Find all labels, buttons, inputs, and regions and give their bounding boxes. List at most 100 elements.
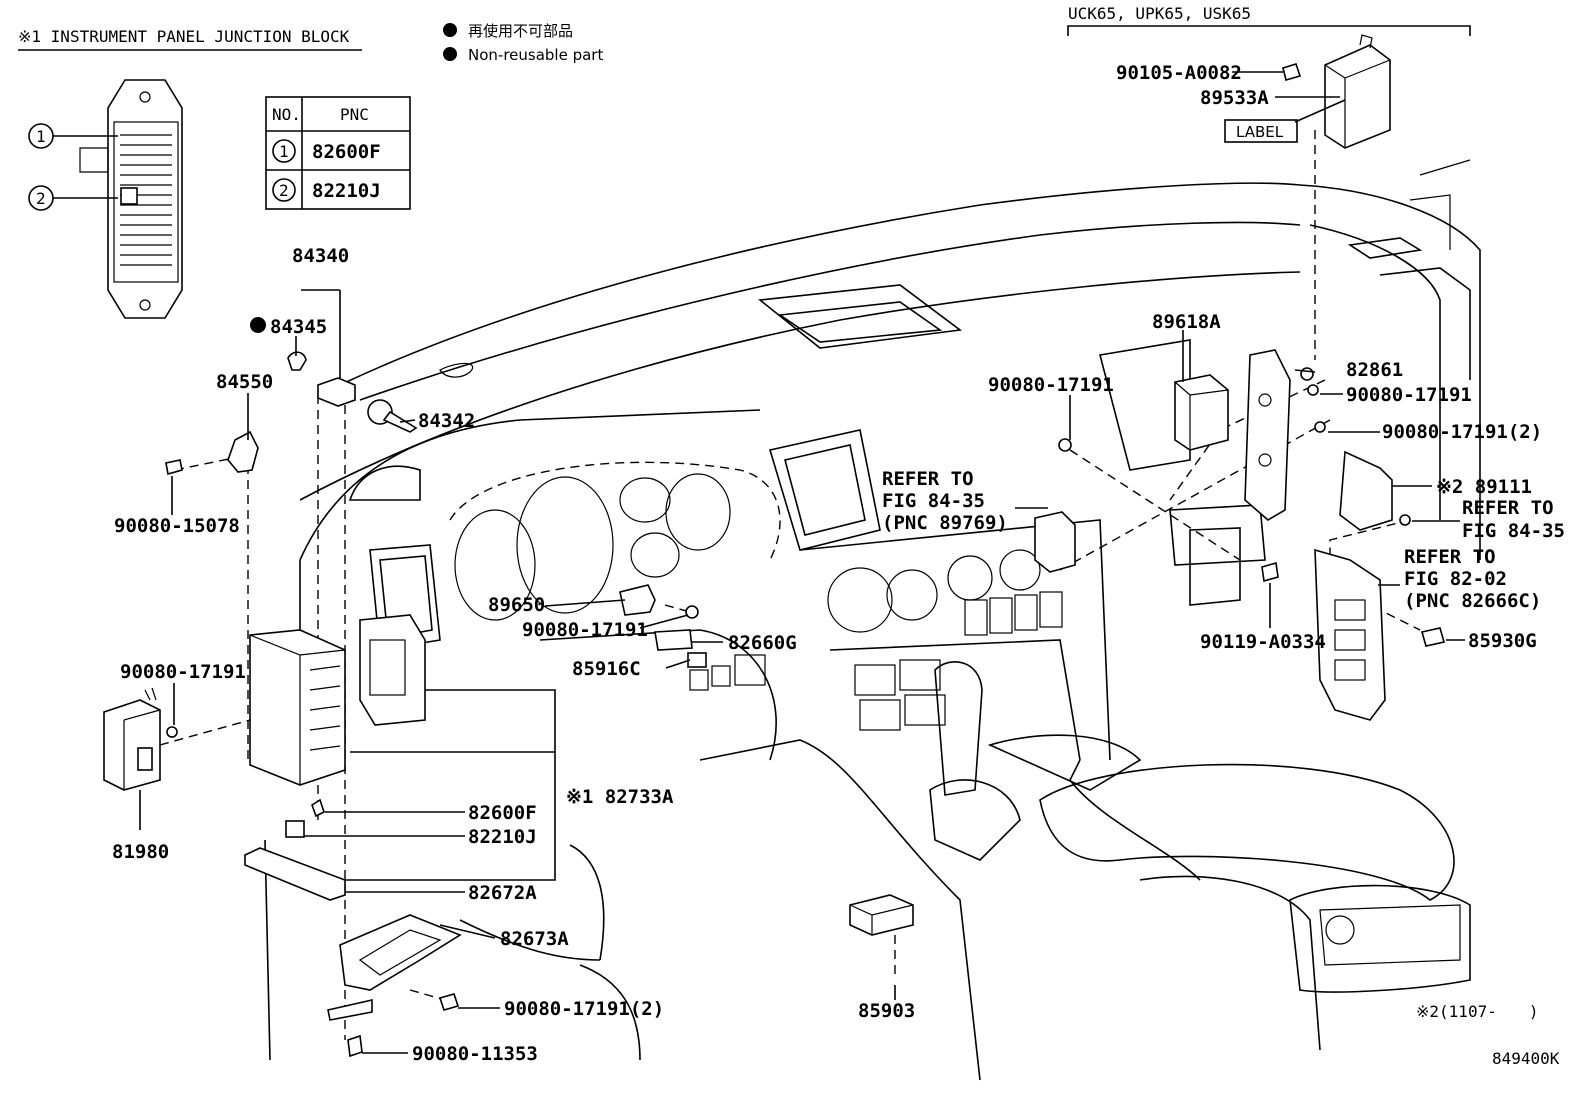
refer-2-line1: REFER TO: [1462, 497, 1554, 519]
label-90080-15078: 90080-15078: [114, 515, 240, 537]
label-85916c: 85916C: [572, 658, 641, 680]
label-box-text: LABEL: [1236, 123, 1284, 141]
label-90080-17191-2: 90080-17191(2): [1382, 421, 1542, 443]
non-reusable-dot-icon: [443, 47, 457, 61]
legend: 再使用不可部品 Non-reusable part: [443, 22, 603, 64]
relay-85930g: [1420, 627, 1446, 647]
label-82210j: 82210J: [468, 826, 537, 848]
clip-icon: [438, 993, 460, 1011]
pnc-row-pnc: 82600F: [312, 141, 381, 163]
bracket-82673a: [339, 914, 462, 991]
label-82861: 82861: [1346, 359, 1403, 381]
junction-block-drawing: [79, 79, 183, 319]
clip-icon: [1300, 367, 1314, 381]
non-reusable-dot-icon: [443, 23, 457, 37]
refer-1-line2: FIG 84-35: [882, 490, 985, 512]
connector-82660g: [654, 629, 693, 651]
label-82600f: 82600F: [468, 802, 537, 824]
legend-jp: 再使用不可部品: [468, 22, 573, 40]
part-labels: 84340 84345 84342 84550 90080-15078 9008…: [112, 62, 1542, 1065]
label-82660g: 82660G: [728, 632, 797, 654]
refer-3-line1: REFER TO: [1404, 546, 1496, 568]
clip-icon: [1307, 384, 1319, 396]
switch-84340: [317, 377, 356, 407]
callout-lines: [139, 71, 1465, 1054]
instrument-panel-outline: [264, 159, 1481, 1081]
label-82733a: ※1 82733A: [566, 786, 674, 808]
bolt-icon: [1261, 561, 1279, 583]
label-90080-11353: 90080-11353: [412, 1043, 538, 1065]
label-84345: 84345: [270, 316, 327, 338]
ecu-module: [359, 614, 426, 726]
pnc-col-no: NO.: [272, 105, 301, 124]
clip-icon: [1399, 514, 1411, 526]
relay-81980: [103, 699, 161, 791]
non-reusable-dot-icon: [250, 317, 266, 333]
bracket-82666c: [1314, 548, 1386, 721]
legend-en: Non-reusable part: [468, 46, 603, 64]
label-89111: ※2 89111: [1436, 476, 1532, 498]
label-85930g: 85930G: [1468, 630, 1537, 652]
refer-1-line1: REFER TO: [882, 468, 974, 490]
label-82672a: 82672A: [468, 882, 537, 904]
module-89618a: [1174, 374, 1229, 451]
bolt-icon: [1282, 63, 1302, 81]
pnc-col-pnc: PNC: [340, 105, 369, 124]
relay-85916c: [687, 652, 707, 668]
pnc-row-pnc: 82210J: [312, 180, 381, 202]
bracket-84550: [227, 430, 259, 473]
inset-panel: ※1 INSTRUMENT PANEL JUNCTION BLOCK 1: [18, 27, 362, 319]
refer-3-line3: (PNC 82666C): [1404, 590, 1541, 612]
label-84550: 84550: [216, 371, 273, 393]
label-box: LABEL: [1224, 119, 1298, 143]
fuse-82600f: [311, 798, 325, 818]
figure-code: 849400K: [1492, 1049, 1560, 1068]
label-90119-a0334: 90119-A0334: [1200, 631, 1326, 653]
label-90080-17191: 90080-17191: [988, 374, 1114, 396]
refer-2-line2: FIG 84-35: [1462, 520, 1565, 542]
pnc-table: NO. PNC 1 82600F 2 82210J: [265, 96, 411, 210]
pnc-row-no: 1: [279, 142, 289, 161]
part-drawings: [103, 34, 1446, 1058]
label-89618a: 89618A: [1152, 311, 1221, 333]
sensor-89769: [1034, 511, 1076, 573]
label-84340: 84340: [292, 245, 349, 267]
label-90080-17191: 90080-17191: [120, 661, 246, 683]
sensor-89650: [619, 584, 656, 616]
label-90080-17191-2: 90080-17191(2): [504, 998, 664, 1020]
refer-3-line2: FIG 82-02: [1404, 568, 1507, 590]
callout-1-label: 1: [36, 127, 46, 146]
variant-label: UCK65, UPK65, USK65: [1068, 4, 1251, 23]
clip-icon: [1058, 438, 1072, 452]
refer-1-line3: (PNC 89769): [882, 512, 1008, 534]
callout-2: 2: [28, 185, 118, 211]
label-89533a: 89533A: [1200, 87, 1269, 109]
label-90080-17191: 90080-17191: [1346, 384, 1472, 406]
grommet-84345: [287, 351, 307, 371]
callout-2-label: 2: [36, 189, 46, 208]
label-81980: 81980: [112, 841, 169, 863]
label-89650: 89650: [488, 594, 545, 616]
inset-title: ※1 INSTRUMENT PANEL JUNCTION BLOCK: [18, 27, 350, 46]
bolt-icon: [165, 459, 183, 476]
label-90080-17191: 90080-17191: [522, 619, 648, 641]
bracket-82861: [1244, 349, 1291, 521]
footnote-2: ※2(1107- ): [1416, 1002, 1538, 1021]
callout-1: 1: [28, 123, 118, 149]
pnc-row-no: 2: [279, 181, 289, 200]
label-85903: 85903: [858, 1000, 915, 1022]
label-84342: 84342: [418, 410, 475, 432]
fuse-82210j: [285, 820, 305, 838]
refer-notes: REFER TO FIG 84-35 (PNC 89769) REFER TO …: [882, 468, 1565, 612]
bolt-icon: [347, 1034, 363, 1058]
variant-bracket: UCK65, UPK65, USK65: [1067, 4, 1471, 36]
label-90105-a0082: 90105-A0082: [1116, 62, 1242, 84]
cover-82672a: [244, 847, 346, 901]
receiver-89111: [1339, 450, 1393, 531]
clip-icon: [166, 726, 178, 738]
clip-icon: [1314, 421, 1326, 433]
label-82673a: 82673A: [500, 928, 569, 950]
relay-85903: [849, 894, 914, 936]
clip-icon: [685, 605, 699, 619]
